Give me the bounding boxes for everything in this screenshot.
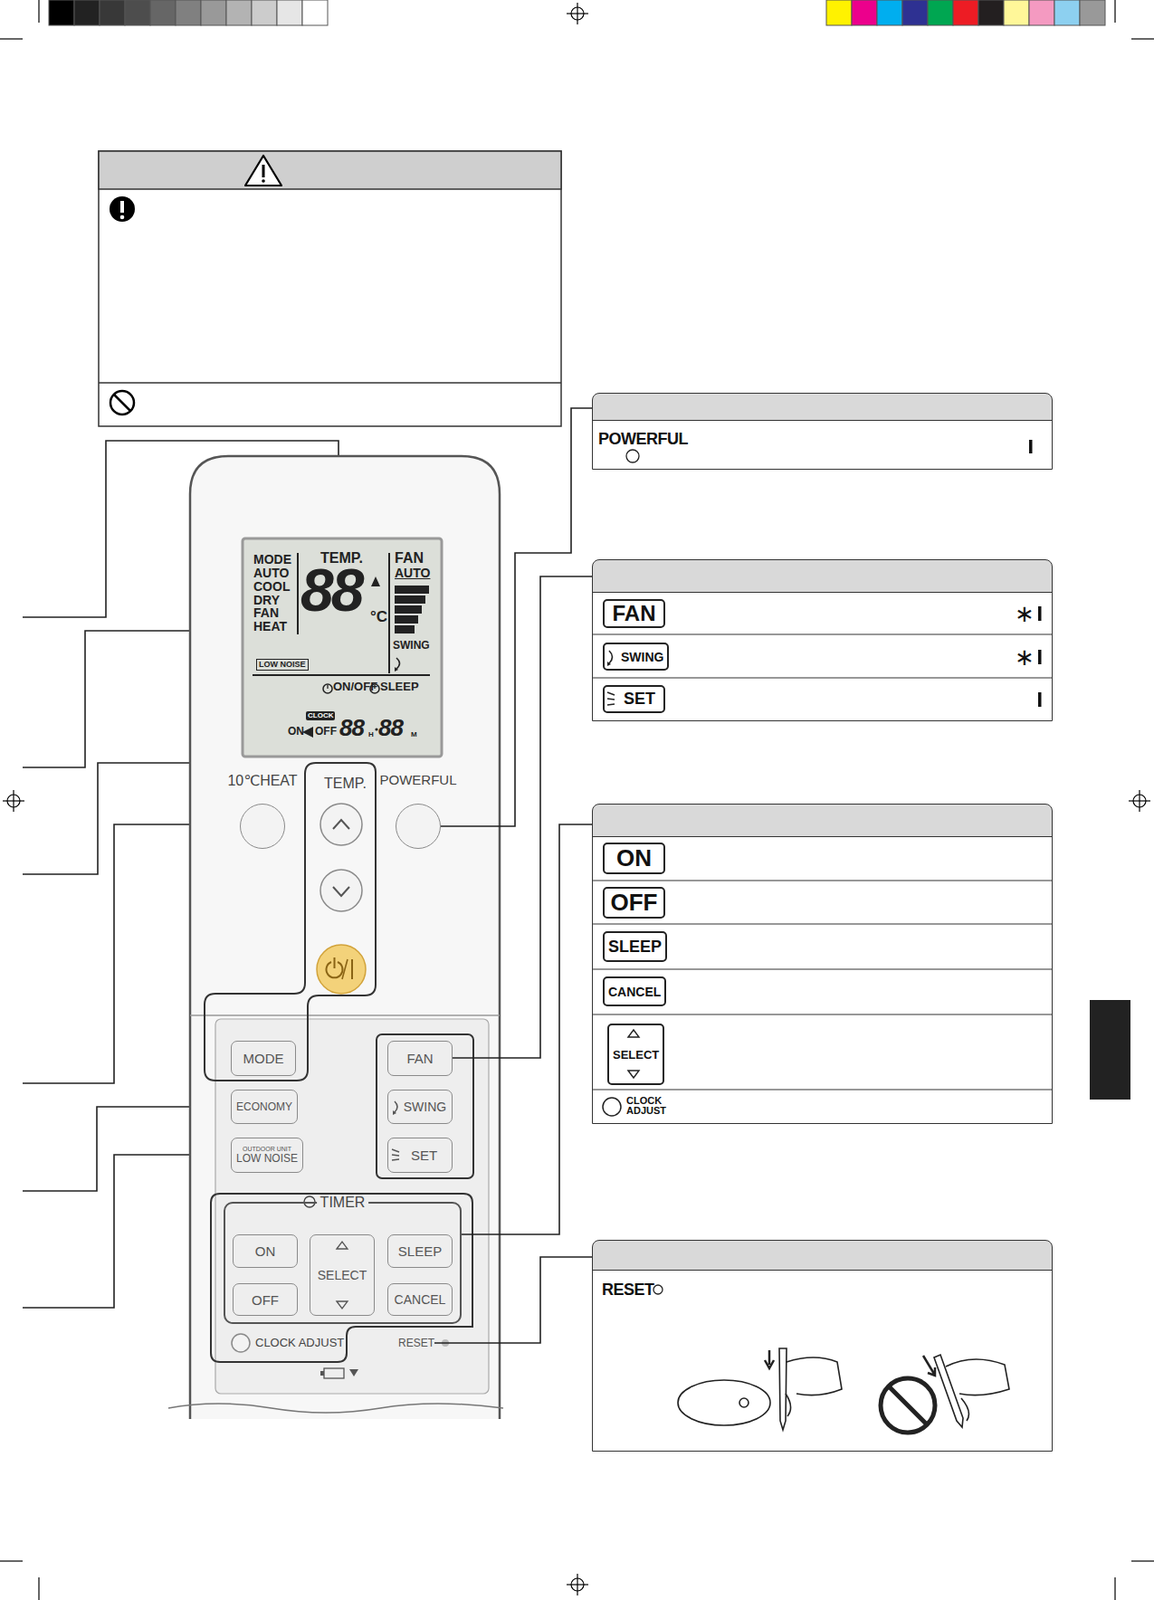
node-text: SLEEP <box>380 680 420 693</box>
gray-bar <box>48 0 328 26</box>
node-text: LOW NOISE <box>256 658 309 671</box>
node-text: FAN <box>406 1050 433 1067</box>
lcd-display <box>242 538 442 757</box>
node-text: H <box>368 731 374 739</box>
reset-panel: RESET <box>591 1239 1053 1452</box>
node-text: SELECT <box>317 1268 367 1283</box>
node-text: DRY <box>253 593 280 607</box>
node-text: CLOCK <box>305 711 335 721</box>
heat-button: 10℃HEAT <box>239 803 286 849</box>
cancel-button: CANCEL <box>387 1283 453 1317</box>
reset-button: RESET <box>398 1335 435 1351</box>
remote-button <box>231 803 449 1379</box>
timer-panel: ON OFF SLEEP CANCEL SELECT CLOCK ADJUST <box>591 803 1053 1125</box>
button-label: TEMP. <box>324 775 367 792</box>
node-text: RESET <box>398 1335 435 1351</box>
node-text: SET <box>602 685 666 714</box>
node-text: COOL <box>253 580 290 593</box>
node-text: M <box>410 731 418 739</box>
node-text: FAN <box>394 551 424 566</box>
node-text: °C <box>370 609 388 625</box>
section-tab <box>1089 1000 1131 1100</box>
node-text: ON <box>287 725 305 737</box>
button-label: CLOCK ADJUST <box>255 1335 344 1350</box>
node-text: CLOCK ADJUST <box>626 1096 668 1116</box>
node-text: CANCEL <box>602 976 667 1007</box>
node-text: ECONOMY <box>236 1100 293 1114</box>
node-text: AUTO <box>394 566 430 580</box>
node-text: AUTO <box>253 566 289 580</box>
node-text: ON <box>602 842 666 875</box>
node-text: OFF <box>314 725 337 737</box>
node-text: FAN <box>253 606 279 620</box>
leader-line <box>434 1257 592 1344</box>
caution-box <box>98 151 562 427</box>
node-text: MODE <box>253 553 292 566</box>
select-button: SELECT <box>309 1234 375 1317</box>
node-text: 88 <box>378 715 403 740</box>
powerful-panel: POWERFUL <box>591 392 1053 470</box>
node-text: SWING <box>392 639 430 651</box>
node-text: CANCEL <box>394 1292 447 1307</box>
node-text: ∗ <box>1014 643 1035 672</box>
low-noise-button: OUTDOOR UNITLOW NOISE <box>230 1137 304 1174</box>
timer-group: TIMERONSELECTSLEEPOFFCANCEL <box>223 1201 462 1325</box>
node-text: TIMER <box>316 1194 370 1212</box>
node-text: ON <box>255 1243 277 1259</box>
node-text: OUTDOOR UNIT <box>242 1145 292 1154</box>
remote-body <box>168 456 504 1420</box>
node-text: SELECT <box>607 1023 665 1086</box>
node-text: MODE <box>243 1050 285 1067</box>
node-text: OFF <box>602 886 666 919</box>
economy-button: ECONOMY <box>230 1089 298 1125</box>
node-text: SWING <box>602 642 669 671</box>
powerful-button: POWERFUL <box>395 803 441 849</box>
set-button: SET <box>387 1137 453 1174</box>
node-text: 10℃HEAT <box>227 772 297 790</box>
fan-panel: FAN ∗ SWING ∗ SET <box>591 559 1053 722</box>
timer-on-button: ON <box>232 1234 298 1269</box>
timer-off-button: OFF <box>232 1283 298 1317</box>
node-text: SWING <box>403 1099 447 1115</box>
node-text: FAN <box>602 599 666 629</box>
leader-line <box>461 824 592 1235</box>
node-text: 88 <box>300 560 362 620</box>
node-text: SET <box>410 1147 438 1164</box>
mode-button: MODE <box>230 1040 296 1077</box>
button-group-outline <box>204 762 474 1363</box>
leader-line <box>452 576 592 1059</box>
leader-line <box>440 408 592 827</box>
color-bar <box>826 0 1106 26</box>
node-text: ON/OFF <box>333 680 378 693</box>
node-text: POWERFUL <box>598 429 688 449</box>
node-text: SLEEP <box>398 1243 442 1259</box>
lcd-display: MODEAUTOCOOLDRYFANHEATTEMP.88°CFANAUTOSW… <box>242 538 442 757</box>
node-text: SLEEP <box>602 931 668 963</box>
fan-button: FAN <box>387 1040 453 1077</box>
sleep-button: SLEEP <box>387 1234 453 1269</box>
node-text: OFF <box>251 1292 279 1308</box>
swing-button: SWING <box>387 1089 453 1125</box>
node-text: HEAT <box>253 619 287 633</box>
node-text: RESET <box>601 1280 655 1300</box>
node-text: LOW NOISE <box>236 1153 298 1165</box>
node-text: ∗ <box>1014 600 1035 629</box>
node-text: POWERFUL <box>379 772 457 788</box>
node-text: 88 <box>339 715 364 740</box>
